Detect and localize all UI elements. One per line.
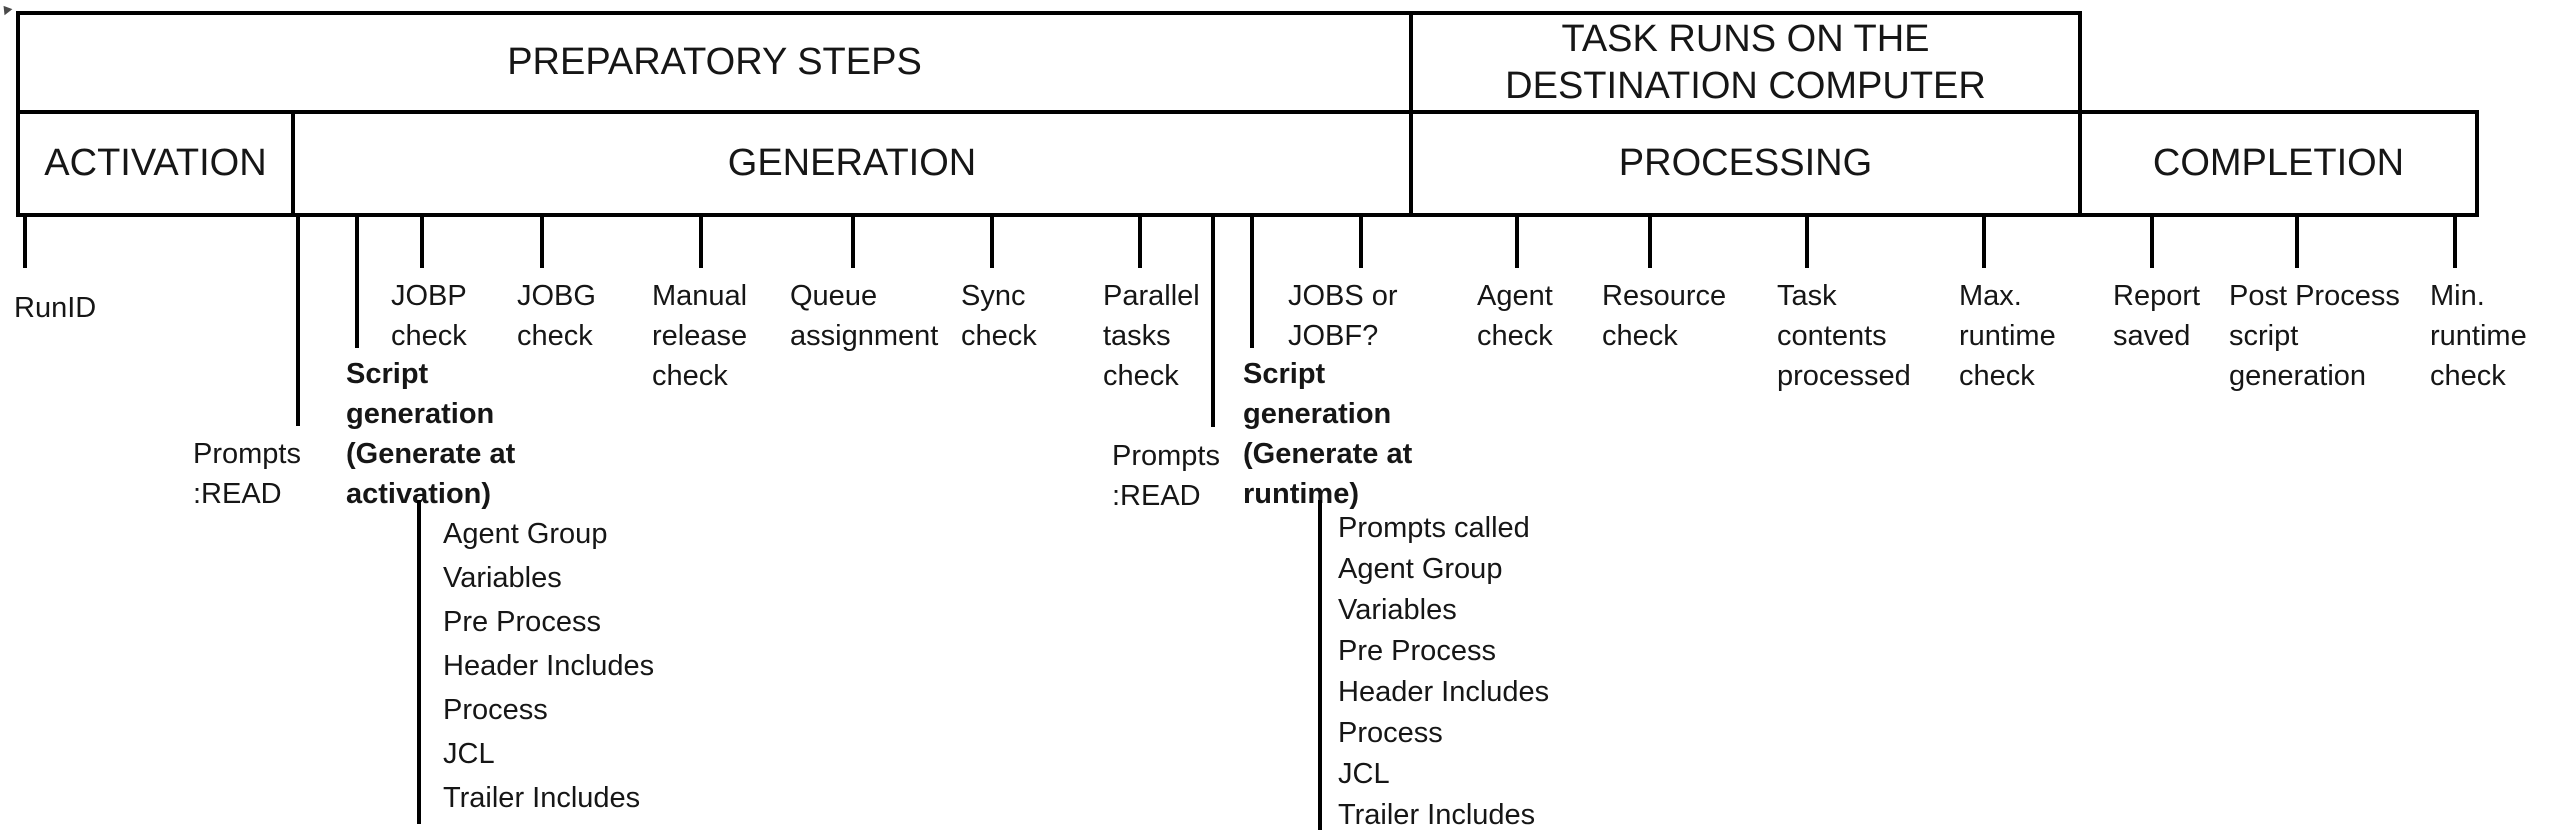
- list-item: Agent Group: [443, 518, 608, 550]
- box-preparatory-steps: PREPARATORY STEPS: [16, 11, 1413, 114]
- list-item: Process: [1338, 717, 1443, 749]
- list-item: Trailer Includes: [1338, 799, 1536, 830]
- tick-min-runtime-check: [2453, 213, 2457, 268]
- tick-script-generation-activation: [355, 213, 359, 348]
- tick-jobs-or-jobf: [1359, 213, 1363, 268]
- label-jobs-or-jobf: JOBS or JOBF?: [1288, 280, 1398, 352]
- tick-manual-release-check: [699, 213, 703, 268]
- tick-sync-check: [990, 213, 994, 268]
- tick-task-contents-processed: [1805, 213, 1809, 268]
- label-parallel-tasks-check: Parallel tasks check: [1103, 280, 1200, 392]
- corner-artifact-mark: [0, 2, 13, 16]
- list-item: Variables: [443, 562, 562, 594]
- list-item: Pre Process: [1338, 635, 1496, 667]
- connector-line-script-components-runtime: [1318, 500, 1322, 830]
- label-post-process-script-generation: Post Process script generation: [2229, 280, 2400, 392]
- box-completion-label: COMPLETION: [2152, 142, 2405, 184]
- tick-jobg-check: [540, 213, 544, 268]
- label-script-generation-activation: Script generation (Generate at activatio…: [346, 358, 516, 510]
- label-jobp-check: JOBP check: [391, 280, 467, 352]
- tick-post-process-script-generation: [2295, 213, 2299, 268]
- list-item: Variables: [1338, 594, 1457, 626]
- list-item: Prompts called: [1338, 512, 1530, 544]
- tick-report-saved: [2150, 213, 2154, 268]
- label-resource-check: Resource check: [1602, 280, 1727, 352]
- label-queue-assignment: Queue assignment: [790, 280, 939, 352]
- label-prompts-read-runtime: Prompts :READ: [1112, 440, 1220, 512]
- connector-line-script-components-activation: [417, 500, 421, 824]
- tick-resource-check: [1648, 213, 1652, 268]
- label-runid: RunID: [14, 292, 97, 324]
- box-processing: PROCESSING: [1409, 110, 2082, 217]
- tick-queue-assignment: [851, 213, 855, 268]
- tick-agent-check: [1515, 213, 1519, 268]
- tick-script-generation-runtime: [1250, 213, 1254, 348]
- list-item: Pre Process: [443, 606, 601, 638]
- label-manual-release-check: Manual release check: [652, 280, 748, 392]
- tick-runid: [23, 213, 27, 268]
- label-report-saved: Report saved: [2113, 280, 2201, 352]
- list-item: Process: [443, 694, 548, 726]
- tick-prompts-read-runtime: [1211, 213, 1215, 427]
- list-item: Trailer Includes: [443, 782, 641, 814]
- box-task-runs-on-destination-computer: TASK RUNS ON THE DESTINATION COMPUTER: [1409, 11, 2082, 114]
- box-completion: COMPLETION: [2078, 110, 2479, 217]
- list-item: JCL: [1338, 758, 1390, 790]
- list-item: JCL: [443, 738, 495, 770]
- label-script-generation-runtime: Script generation (Generate at runtime): [1243, 358, 1413, 510]
- label-agent-check: Agent check: [1477, 280, 1553, 352]
- list-item: Agent Group: [1338, 553, 1503, 585]
- box-preparatory-steps-label: PREPARATORY STEPS: [507, 41, 922, 83]
- tick-max-runtime-check: [1982, 213, 1986, 268]
- label-max-runtime-check: Max. runtime check: [1959, 280, 2056, 392]
- tick-parallel-tasks-check: [1138, 213, 1142, 268]
- box-activation-label: ACTIVATION: [44, 142, 267, 184]
- box-generation: GENERATION: [291, 110, 1413, 217]
- box-generation-label: GENERATION: [727, 142, 977, 184]
- label-jobg-check: JOBG check: [517, 280, 596, 352]
- list-item: Header Includes: [443, 650, 655, 682]
- label-sync-check: Sync check: [961, 280, 1037, 352]
- label-min-runtime-check: Min. runtime check: [2430, 280, 2527, 392]
- label-task-contents-processed: Task contents processed: [1777, 280, 1911, 392]
- label-prompts-read-activation: Prompts :READ: [193, 438, 301, 510]
- list-item: Header Includes: [1338, 676, 1550, 708]
- box-processing-label: PROCESSING: [1618, 142, 1873, 184]
- tick-jobp-check: [420, 213, 424, 268]
- box-activation: ACTIVATION: [16, 110, 295, 217]
- tick-prompts-read-activation: [296, 213, 300, 426]
- box-task-runs-label: TASK RUNS ON THE DESTINATION COMPUTER: [1505, 17, 1986, 107]
